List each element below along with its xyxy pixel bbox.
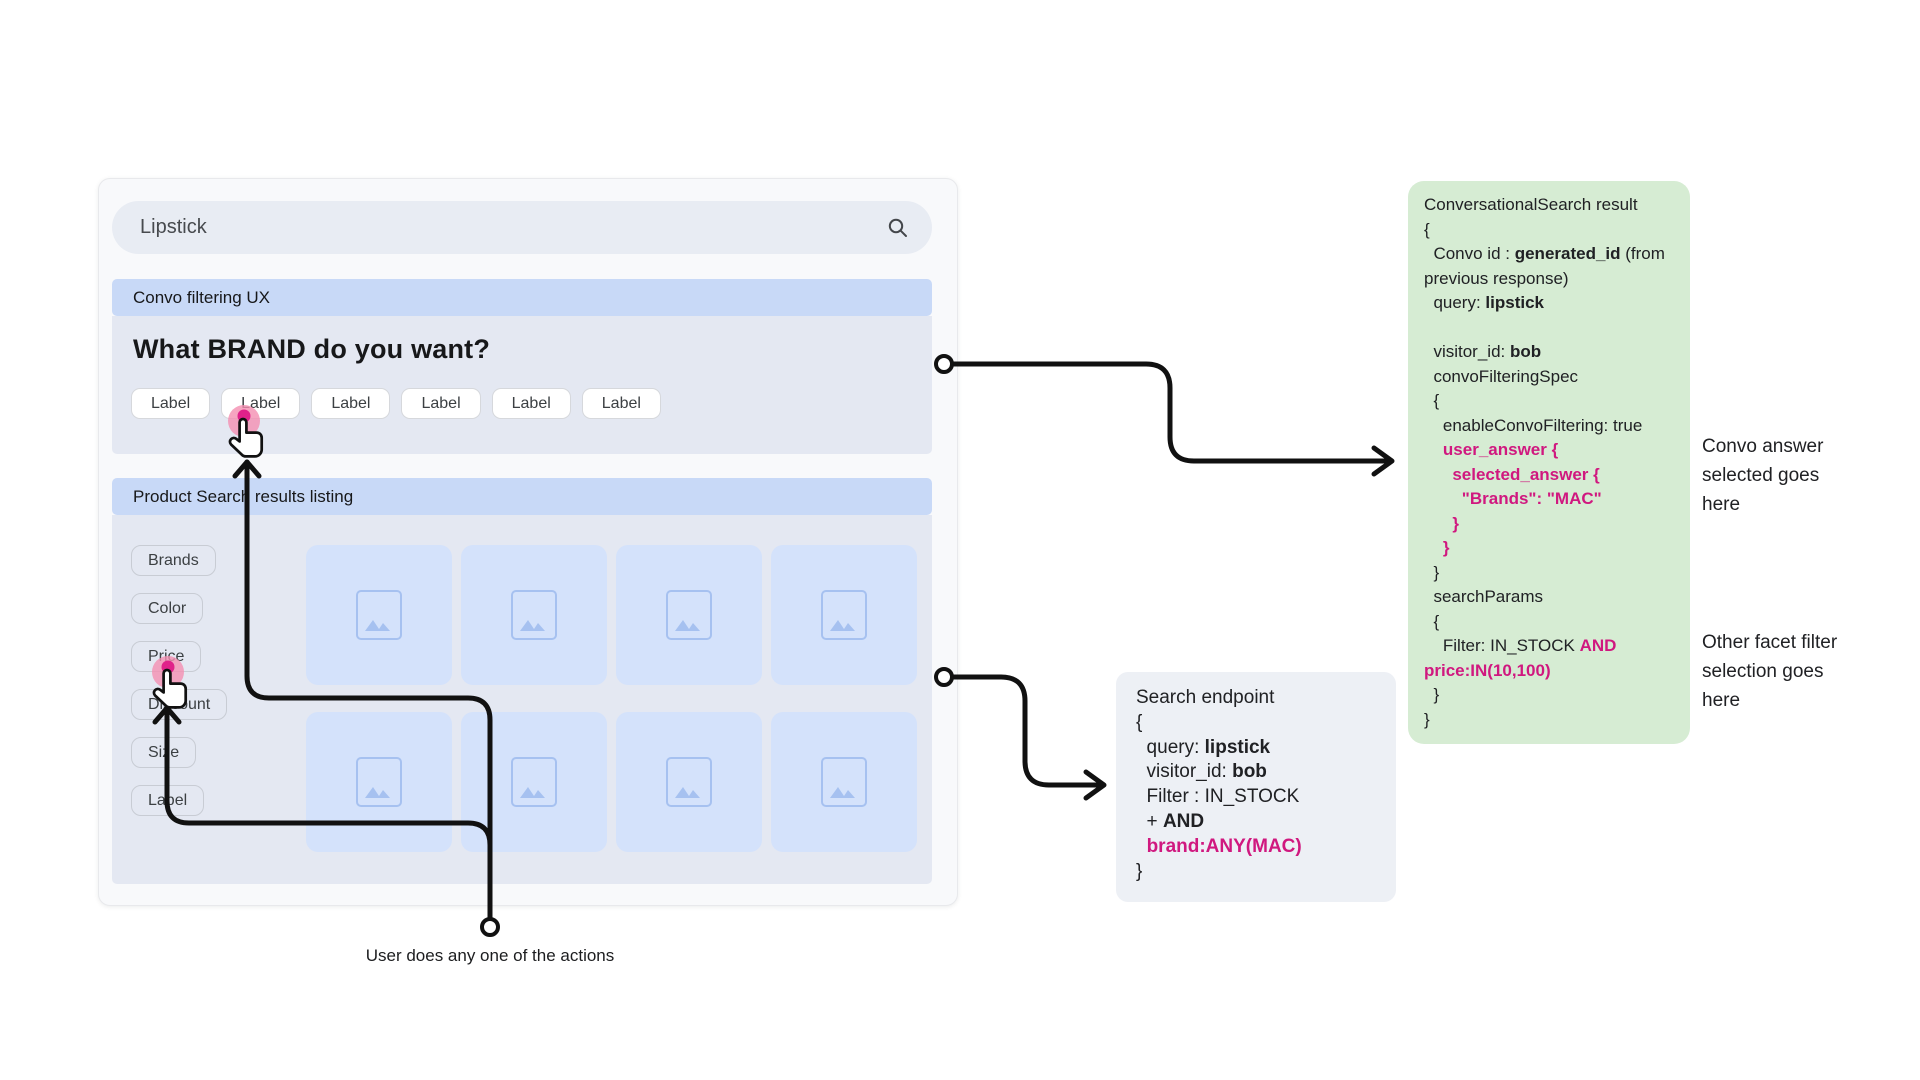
product-listing-banner: Product Search results listing [112,478,932,515]
search-endpoint-line-1: Search endpoint [1136,687,1275,708]
answer-chip-5[interactable]: Label [491,388,571,419]
conversational-result-line-7: visitor_id: bob [1424,342,1542,361]
convo-filtering-banner: Convo filtering UX [112,279,932,316]
facet-filter-discount[interactable]: Discount [131,689,228,720]
image-placeholder-icon [511,590,557,640]
arrowhead-right-result [1371,445,1395,477]
product-tiles-grid [306,545,917,852]
image-placeholder-icon [666,757,712,807]
convo-filtering-banner-label: Convo filtering UX [133,287,271,307]
conversational-result-line-14: } [1452,513,1459,533]
conversational-result-line-4: previous response) [1424,268,1569,288]
facet-filter-brands[interactable]: Brands [131,545,216,576]
search-endpoint-line-2: { [1136,711,1143,733]
conversational-result-line-6 [1424,316,1674,341]
facet-filter-size[interactable]: Size [131,737,197,768]
answer-chip-6[interactable]: Label [581,388,661,419]
conversational-result-line-21: } [1424,685,1440,704]
conversational-result-line-1: ConversationalSearch result [1424,195,1638,214]
conversational-search-result-box: ConversationalSearch result { Convo id : … [1408,181,1690,744]
search-endpoint-line-4: visitor_id: bob [1136,761,1267,783]
product-tile[interactable] [306,712,452,852]
image-placeholder-icon [666,590,712,640]
conversational-result-line-15: } [1442,538,1450,557]
image-placeholder-icon [511,757,557,807]
node-caption-circle [480,917,500,937]
product-tile[interactable] [771,545,917,685]
search-endpoint-line-7: brand:ANY(MAC) [1146,835,1302,857]
search-input[interactable]: Lipstick [112,201,932,254]
facet-filter-color[interactable]: Color [131,593,204,624]
conversational-result-line-17: searchParams [1424,587,1544,606]
search-endpoint-line-6: + AND [1136,810,1205,832]
conversational-result-line-20: price:IN(10,100) [1424,660,1551,680]
search-endpoint-line-3: query: lipstick [1136,736,1271,758]
image-placeholder-icon [356,590,402,640]
conversational-result-line-12: selected_answer { [1452,464,1600,484]
search-endpoint-line-5: Filter : IN_STOCK [1136,786,1300,808]
annotation-other-facet: Other facet filter selection goes here [1702,632,1838,711]
connector-card-to-result-box [949,361,1391,464]
conversational-result-line-8: convoFilteringSpec [1424,366,1579,386]
magnifier-icon[interactable] [886,216,910,240]
conversational-result-line-22: } [1424,709,1430,729]
answer-chips-row: Label Label Label Label Label Label [131,388,661,419]
image-placeholder-icon [821,590,867,640]
conversational-result-line-9: { [1424,391,1440,410]
answer-chip-2[interactable]: Label [221,388,301,419]
product-tile[interactable] [616,712,762,852]
convo-question-text: What BRAND do you want? [133,334,491,364]
product-tile[interactable] [616,545,762,685]
conversational-result-line-13: "Brands": "MAC" [1461,489,1602,508]
product-tile[interactable] [306,545,452,685]
conversational-result-line-16: } [1424,562,1440,582]
conversational-result-line-18: { [1424,611,1440,631]
search-endpoint-line-8: } [1136,860,1143,882]
image-placeholder-icon [356,757,402,807]
conversational-result-line-10: enableConvoFiltering: true [1424,415,1643,435]
conversational-result-line-5: query: lipstick [1424,293,1545,312]
user-actions-caption: User does any one of the actions [365,946,615,965]
search-endpoint-box: Search endpoint { query: lipstick visitor… [1116,672,1396,902]
connector-card-to-endpoint-box [949,674,1103,788]
annotation-convo-answer: Convo answer selected goes here [1702,436,1824,515]
conversational-result-line-2: { [1424,219,1430,239]
conversational-result-line-19: Filter: IN_STOCK AND [1424,636,1617,655]
conversational-result-line-11: user_answer { [1442,440,1559,459]
search-input-value: Lipstick [140,216,207,238]
product-tile[interactable] [461,712,607,852]
answer-chip-1[interactable]: Label [131,388,211,419]
facet-filter-price[interactable]: Price [131,641,202,672]
product-listing-banner-label: Product Search results listing [133,486,354,506]
image-placeholder-icon [821,757,867,807]
product-tile[interactable] [771,712,917,852]
answer-chip-3[interactable]: Label [311,388,391,419]
facet-filter-label[interactable]: Label [131,785,205,816]
arrowhead-right-endpoint [1083,769,1107,801]
answer-chip-4[interactable]: Label [401,388,481,419]
conversational-result-line-3: Convo id : generated_id (from [1424,244,1665,263]
product-tile[interactable] [461,545,607,685]
